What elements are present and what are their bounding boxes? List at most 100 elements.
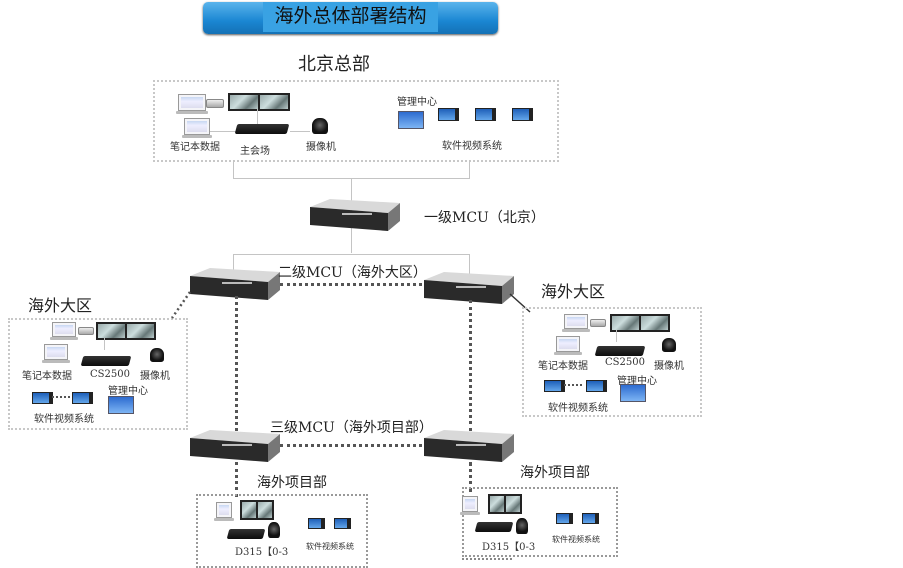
- software-terminal-icon: [475, 108, 496, 121]
- software-terminal-icon: [438, 108, 459, 121]
- dotted-link: [170, 291, 192, 319]
- project-left-box: [196, 494, 368, 568]
- region-left-display-icon: [96, 322, 156, 340]
- region-right-management-pc-icon: [620, 384, 646, 402]
- software-terminal-icon: [586, 380, 607, 392]
- project-left-codec-icon: [226, 529, 266, 539]
- mcu-level1-label: 一级MCU（北京）: [424, 210, 545, 226]
- software-terminal-icon: [32, 392, 53, 404]
- hq-management-pc-icon: [398, 111, 424, 129]
- project-right-codec-icon: [474, 522, 514, 532]
- mcu-level2-left-server-icon: [190, 268, 280, 300]
- connector-line: [257, 109, 258, 124]
- project-left-display-icon: [240, 500, 274, 520]
- software-terminal-icon: [308, 518, 325, 529]
- project-left-codec-label: D315【0-3: [235, 547, 289, 558]
- connector-line: [469, 160, 470, 178]
- region-left-projector-icon: [78, 327, 94, 335]
- connector-line: [233, 254, 234, 272]
- region-left-codec-icon: [80, 356, 132, 366]
- region-right-software-video-label: 软件视频系统: [548, 403, 608, 414]
- connector-line: [210, 131, 240, 132]
- hq-monitor-icon: [176, 94, 208, 114]
- project-right-codec-label: D315【0-3: [482, 542, 536, 553]
- connector-line: [233, 254, 470, 255]
- software-terminal-icon: [544, 380, 565, 392]
- region-right-monitor-icon: [562, 314, 590, 332]
- project-right-camera-icon: [516, 518, 528, 534]
- region-left-box: [8, 318, 188, 430]
- hq-software-video-label: 软件视频系统: [442, 141, 502, 152]
- title-banner: 海外总体部署结构: [203, 2, 498, 34]
- dotted-link: [235, 462, 238, 497]
- mcu-level3-label: 三级MCU（海外项目部）: [270, 420, 433, 436]
- hq-camera-icon: [312, 118, 328, 134]
- mcu-level3-left-server-icon: [190, 430, 280, 462]
- project-left-software-video-label: 软件视频系统: [306, 542, 354, 551]
- region-left-laptop-label: 笔记本数据: [22, 371, 72, 382]
- hq-laptop-label: 笔记本数据: [170, 142, 220, 153]
- region-right-codec-label: CS2500: [605, 357, 645, 368]
- connector-line: [104, 338, 105, 350]
- hq-laptop-icon: [182, 118, 212, 138]
- region-left-management-pc-icon: [108, 396, 134, 414]
- hq-main-venue-label: 主会场: [240, 146, 270, 157]
- hq-camera-label: 摄像机: [306, 142, 336, 153]
- project-right-box: [462, 487, 618, 557]
- region-right-projector-icon: [590, 319, 606, 327]
- region-right-camera-label: 摄像机: [654, 361, 684, 372]
- diagram-title: 海外总体部署结构: [263, 2, 438, 32]
- software-terminal-icon: [334, 518, 351, 529]
- mcu-level2-label: 二级MCU（海外大区）: [278, 265, 427, 281]
- region-right-laptop-label: 笔记本数据: [538, 361, 588, 372]
- connector-line: [509, 293, 531, 313]
- dotted-link: [280, 444, 422, 447]
- region-right-camera-icon: [662, 338, 676, 352]
- region-left-laptop-icon: [42, 344, 70, 363]
- region-left-monitor-icon: [50, 322, 78, 340]
- project-right-software-video-label: 软件视频系统: [552, 535, 600, 544]
- software-terminal-icon: [556, 513, 573, 524]
- project-left-camera-icon: [268, 522, 280, 538]
- hq-display-icon: [228, 93, 290, 111]
- connector-line: [233, 160, 234, 178]
- hq-management-label: 管理中心: [397, 97, 437, 108]
- dotted-link: [462, 558, 512, 560]
- dotted-link: [235, 296, 238, 431]
- project-left-monitor-icon: [214, 502, 234, 521]
- project-right-title: 海外项目部: [520, 465, 590, 481]
- region-right-display-icon: [610, 314, 670, 332]
- region-right-management-label: 管理中心: [617, 376, 657, 387]
- hq-projector-icon: [206, 99, 224, 108]
- region-left-codec-label: CS2500: [90, 369, 130, 380]
- project-left-title: 海外项目部: [257, 475, 327, 491]
- region-right-title: 海外大区: [541, 282, 606, 301]
- region-left-title: 海外大区: [28, 296, 93, 315]
- region-left-camera-label: 摄像机: [140, 371, 170, 382]
- software-terminal-icon: [582, 513, 599, 524]
- hq-title: 北京总部: [298, 54, 370, 75]
- dotted-link: [52, 396, 70, 398]
- region-left-management-label: 管理中心: [108, 386, 148, 397]
- region-right-laptop-icon: [554, 336, 582, 355]
- region-left-camera-icon: [150, 348, 164, 362]
- software-terminal-icon: [512, 108, 533, 121]
- connector-line: [290, 131, 310, 132]
- region-right-box: [522, 307, 702, 417]
- mcu-level3-right-server-icon: [424, 430, 514, 462]
- connector-line: [469, 254, 470, 276]
- hq-codec-icon: [234, 124, 290, 134]
- region-right-codec-icon: [594, 346, 646, 356]
- dotted-link: [564, 384, 582, 386]
- mcu-level1-server-icon: [310, 199, 400, 231]
- dotted-link: [469, 300, 472, 431]
- dotted-link: [280, 283, 422, 286]
- mcu-level2-right-server-icon: [424, 272, 514, 304]
- connector-line: [616, 330, 617, 342]
- software-terminal-icon: [72, 392, 93, 404]
- hq-box: [153, 80, 559, 162]
- project-right-display-icon: [488, 494, 522, 514]
- project-right-monitor-icon: [460, 496, 480, 515]
- dotted-link: [469, 462, 472, 492]
- region-left-software-video-label: 软件视频系统: [34, 414, 94, 425]
